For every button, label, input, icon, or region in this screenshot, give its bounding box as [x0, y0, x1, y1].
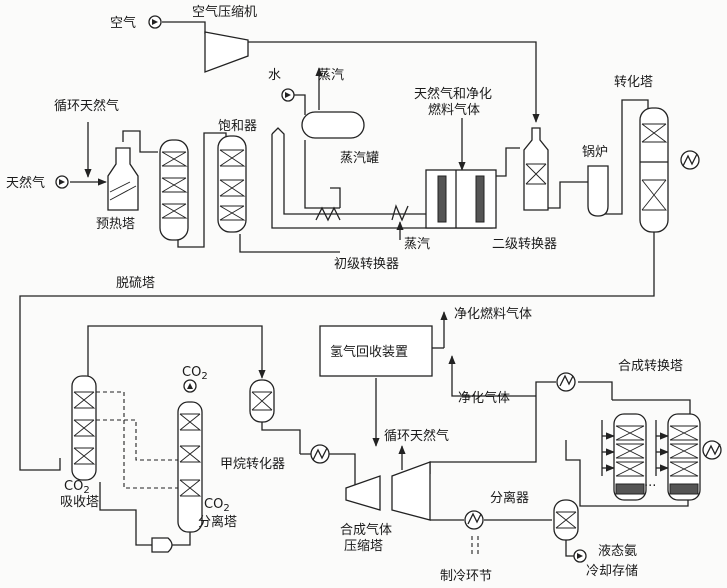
desulfurization-tower — [159, 139, 189, 241]
label-recycle-gas-top: 循环天然气 — [54, 98, 119, 114]
air-pump-icon — [148, 15, 162, 29]
label-preheat-tower: 预热塔 — [96, 217, 135, 232]
label-co2-separator-1: CO2 — [204, 497, 230, 514]
label-steam-drum: 蒸汽罐 — [340, 151, 379, 166]
heat-exchanger-icon — [556, 372, 576, 392]
methanator — [249, 379, 275, 423]
label-liquid-ammonia-1: 液态氨 — [598, 544, 637, 559]
synthesis-tower-1 — [613, 413, 647, 501]
label-natural-gas-fuel-2: 燃料气体 — [428, 102, 480, 118]
label-clean-fuel-gas: 净化燃料气体 — [454, 306, 532, 322]
converter-tower — [639, 107, 669, 233]
label-steam-top: 蒸汽 — [318, 68, 344, 83]
label-co2-separator-2: 分离塔 — [198, 514, 237, 530]
label-primary-converter: 初级转换器 — [334, 257, 399, 272]
synthesis-tower-2 — [667, 413, 701, 501]
heat-exchanger-icon — [702, 440, 722, 460]
labels: 空气 空气压缩机 水 蒸汽 循环天然气 饱和器 天然气和净化 燃料气体 转化塔 … — [6, 4, 683, 584]
label-air-compressor: 空气压缩机 — [192, 4, 257, 20]
label-secondary-converter: 二级转换器 — [492, 237, 557, 252]
label-co2-absorber-1: CO2 — [64, 479, 90, 496]
label-liquid-ammonia-2: 冷却存储 — [586, 564, 638, 579]
label-co2-top: CO2 — [182, 365, 208, 382]
label-natural-gas: 天然气 — [6, 175, 45, 191]
label-desulfurization: 脱硫塔 — [116, 276, 155, 291]
label-refrigeration: 制冷环节 — [440, 569, 492, 584]
label-boiler: 锅炉 — [582, 144, 608, 160]
co2-absorber-tower — [71, 375, 97, 481]
primary-converter-furnace — [425, 169, 497, 229]
pipes-top — [19, 21, 655, 471]
h2-recovery-unit — [319, 325, 433, 377]
label-syngas-compressor-2: 压缩塔 — [344, 538, 383, 554]
label-converter-tower: 转化塔 — [614, 75, 653, 90]
label-co2-absorber-2: 吸收塔 — [60, 495, 99, 510]
label-water: 水 — [268, 68, 281, 83]
liquid-ammonia-pump-icon — [573, 549, 587, 563]
co2-separator-tower — [177, 401, 203, 533]
air-compressor — [204, 31, 249, 73]
label-air: 空气 — [110, 15, 136, 31]
label-ellipsis: ··· — [644, 479, 656, 494]
label-synthesis-tower: 合成转换塔 — [618, 359, 683, 374]
separator-vessel — [553, 499, 579, 541]
co2-outlet-icon — [183, 379, 197, 393]
secondary-converter — [523, 127, 549, 211]
label-recycle-gas-bottom: 循环天然气 — [384, 428, 449, 444]
syngas-compressor — [345, 461, 431, 521]
label-clean-gas: 净化气体 — [458, 390, 510, 406]
label-separator: 分离器 — [490, 490, 529, 506]
coil-1 — [315, 206, 341, 222]
boiler — [587, 165, 609, 217]
heat-exchanger-icon — [464, 510, 484, 530]
label-h2-recovery: 氢气回收装置 — [330, 344, 408, 360]
saturator — [217, 135, 247, 233]
coil-2 — [391, 204, 409, 222]
natural-gas-pump-icon — [55, 175, 69, 189]
preheat-tower — [107, 147, 139, 211]
pipes-bottom — [87, 311, 691, 557]
label-saturator: 饱和器 — [218, 119, 257, 134]
pump-icon — [151, 537, 173, 553]
label-syngas-compressor-1: 合成气体 — [340, 522, 392, 538]
heat-exchanger-icon — [310, 444, 330, 464]
heat-exchanger-icon — [680, 150, 700, 170]
water-pump-icon — [281, 88, 295, 102]
label-steam-bottom: 蒸汽 — [404, 237, 430, 252]
steam-drum — [301, 111, 365, 139]
label-methanator: 甲烷转化器 — [220, 457, 285, 472]
label-natural-gas-fuel-1: 天然气和净化 — [414, 86, 492, 102]
